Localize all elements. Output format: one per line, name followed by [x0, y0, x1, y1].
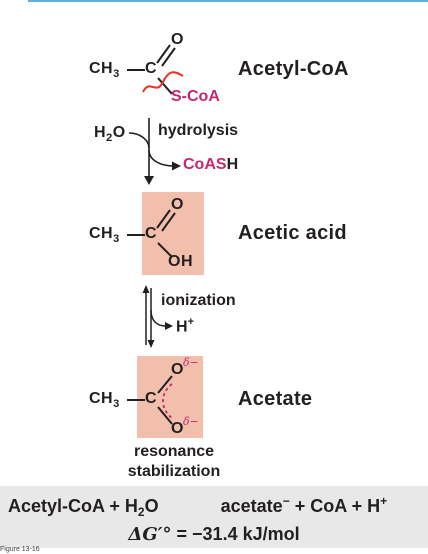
delta-g-equals: = [176, 524, 188, 544]
acetate-c-o-top-bond [157, 375, 173, 394]
acetic-acid-highlight-box [142, 192, 204, 275]
acetyl-oxygen-label: O [171, 31, 184, 48]
acetic-oxygen-label: O [171, 196, 184, 213]
eq-water: H2O [124, 496, 159, 519]
acetyl-scoa-label: S-CoA [171, 88, 220, 105]
ionization-reverse-head [142, 285, 150, 293]
top-rule [28, 0, 428, 2]
acetic-carbon-label: C [145, 225, 158, 242]
delta-g-symbol: ΔG′° [128, 524, 172, 545]
acetic-ch3-label: CH3 [89, 225, 120, 245]
acetate-name: Acetate [238, 388, 313, 410]
hydrolysis-arrow-curve-in [128, 132, 150, 149]
acetyl-ch3-label: CH3 [89, 60, 120, 80]
water-label: H2O [94, 124, 126, 144]
acetic-c-o-double-bond-a [156, 209, 171, 229]
delta-g-value: −31.4 kJ/mol [192, 524, 300, 544]
acetic-acid-name: Acetic acid [238, 222, 347, 244]
hydrolysis-out-head [172, 161, 181, 171]
acetyl-carbon-label: C [145, 60, 158, 77]
acetyl-coa-name: Acetyl-CoA [238, 58, 349, 80]
figure-caption: Figure 13-16 [0, 546, 40, 553]
acetate-bottom-partial-charge: δ− [183, 415, 199, 428]
hydrolysis-arrow-head [144, 176, 154, 185]
acetyl-c-o-double-bond-a [156, 44, 171, 64]
resonance-line-1: resonance [133, 443, 215, 460]
acetate-top-partial-charge: δ− [183, 356, 199, 369]
eq-proton: H+ [367, 494, 388, 516]
eq-coa: CoA [310, 496, 347, 516]
acetic-hydroxyl-label: OH [168, 253, 193, 270]
overall-equation: Acetyl-CoA + H2O acetate− + CoA + H+ [8, 494, 388, 519]
ionization-proton-head [165, 322, 173, 330]
acetate-highlight-box [137, 356, 203, 438]
ionization-proton-curve [150, 309, 167, 327]
free-energy-line: ΔG′° = −31.4 kJ/mol [0, 524, 428, 545]
resonance-line-2: stabilization [127, 463, 221, 480]
eq-acetyl-coa: Acetyl-CoA [8, 496, 105, 516]
hydrolysis-label: hydrolysis [158, 122, 239, 139]
acetic-c-o-double-bond-b [161, 212, 176, 232]
acetate-bottom-oxygen-label: O [171, 420, 184, 437]
acetate-ch3-label: CH3 [89, 390, 120, 410]
acetate-carbon-label: C [145, 390, 158, 407]
acetate-top-oxygen-label: O [171, 361, 184, 378]
eq-plus-1: + [109, 496, 120, 516]
thioester-cleavage-mark [142, 71, 184, 93]
acetyl-c-s-bond [157, 77, 173, 95]
hydrolysis-arrow-curve-out [148, 149, 175, 167]
acetate-resonance-dashes [162, 383, 173, 419]
eq-plus-2: + [294, 496, 306, 516]
coash-label: CoASH [183, 156, 239, 173]
eq-plus-3: + [351, 496, 363, 516]
ionization-forward-head [147, 340, 155, 348]
ionization-label: ionization [161, 292, 236, 309]
proton-label: H+ [176, 316, 194, 336]
acetyl-c-o-double-bond-b [161, 47, 176, 67]
acetate-c-o-bottom-bond [157, 406, 173, 425]
eq-acetate: acetate− [220, 494, 290, 516]
equation-panel [0, 486, 428, 548]
acetic-c-oh-bond [157, 242, 173, 258]
